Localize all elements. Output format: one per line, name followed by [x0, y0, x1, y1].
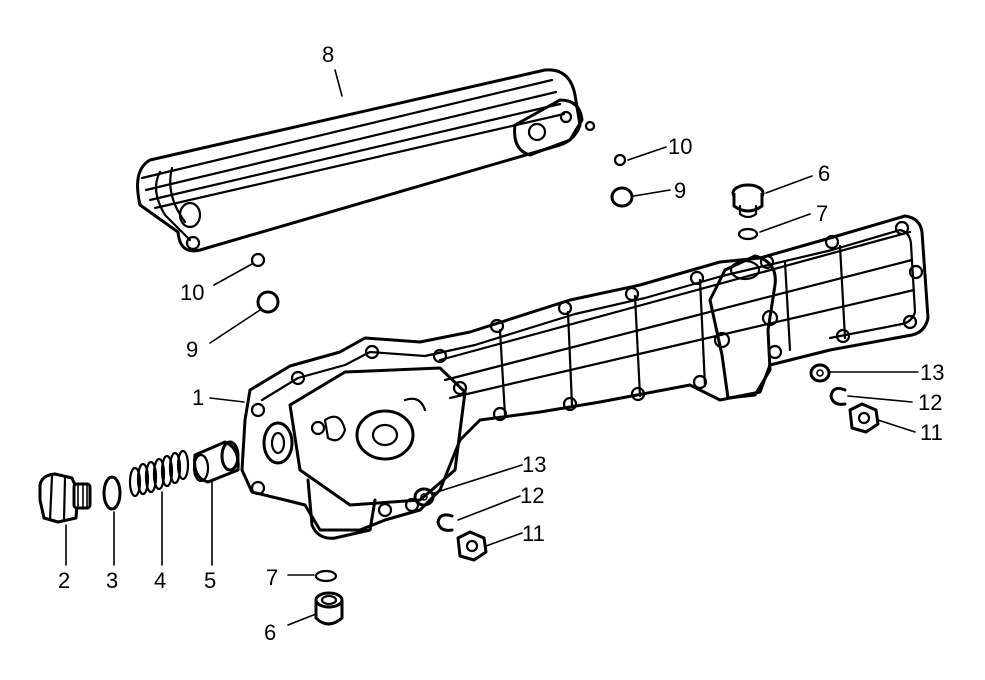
- part-8-oil-cooler: [136, 68, 596, 253]
- part-6-plug-upper: [731, 183, 765, 219]
- callout-5: 5: [204, 568, 216, 593]
- callout-10-right: 10: [668, 134, 692, 159]
- part-11-nut-right: [848, 402, 880, 434]
- leader-lines: [65, 69, 919, 626]
- part-7-seal-upper: [737, 227, 759, 241]
- part-2-plug: [38, 472, 92, 524]
- callout-11-right: 11: [920, 420, 943, 445]
- part-7-seal-lower: [314, 569, 338, 583]
- callout-9-left: 9: [186, 337, 198, 362]
- callout-3: 3: [106, 568, 118, 593]
- part-3-o-ring: [102, 475, 122, 511]
- callout-12-lower: 12: [520, 483, 544, 508]
- part-4-spring: [128, 449, 190, 498]
- part-12-lock-washer-right: [829, 387, 847, 406]
- callout-7-upper: 7: [816, 201, 828, 226]
- callout-4: 4: [154, 568, 166, 593]
- part-10-o-ring-left: [250, 252, 266, 268]
- callout-1: 1: [192, 385, 204, 410]
- callout-10-left: 10: [180, 280, 204, 305]
- part-12-lock-washer-lower: [436, 513, 454, 532]
- part-1-cooler-housing: [240, 214, 930, 540]
- callout-12-right: 12: [918, 390, 942, 415]
- part-10-o-ring-right: [613, 153, 627, 167]
- callout-11-lower: 11: [522, 521, 545, 546]
- callout-13-lower: 13: [522, 452, 546, 477]
- callout-13-right: 13: [920, 360, 944, 385]
- callout-9-right: 9: [674, 178, 686, 203]
- callout-8: 8: [322, 42, 334, 67]
- part-9-o-ring-right: [610, 186, 634, 208]
- part-11-nut-lower: [456, 530, 488, 562]
- part-5-valve-sleeve: [192, 440, 240, 484]
- callout-2: 2: [58, 568, 70, 593]
- part-13-washer-right: [809, 363, 831, 383]
- part-13-washer-lower: [413, 487, 435, 507]
- callout-6-upper: 6: [818, 161, 830, 186]
- callout-7-lower: 7: [266, 565, 278, 590]
- part-9-o-ring-left: [256, 290, 280, 314]
- part-6-plug-lower: [314, 591, 344, 626]
- callout-6-lower: 6: [264, 620, 276, 645]
- callout-labels: 8 1 2 3 4 5 6 7 7 6 10 9 10 9 13 12 11 1…: [58, 42, 944, 645]
